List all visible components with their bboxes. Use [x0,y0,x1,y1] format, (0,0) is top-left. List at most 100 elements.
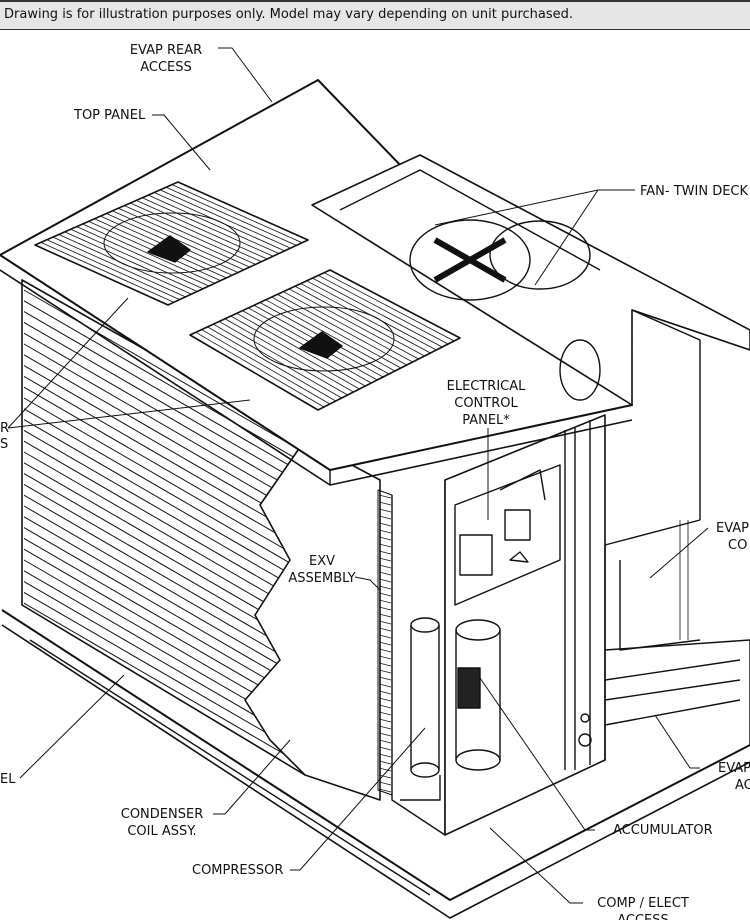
hatch-line [378,683,392,688]
hatch-line [378,669,392,674]
hatch-line [378,564,392,569]
label-condenser-coil-assy: CONDENSER COIL ASSY. [112,806,212,840]
label-exv-line2: ASSEMBLY [288,571,356,586]
hatch-line [142,197,274,257]
hatch-line [378,515,392,520]
hatch-line [378,774,392,779]
hatch-line [378,501,392,506]
compressor-compartment [391,414,606,836]
label-evap-rear-access-line1: EVAP REAR [129,43,203,58]
hatch-line [52,236,186,298]
hatch-line [378,711,392,716]
hatch-line [23,321,301,483]
hatch-line [378,648,392,653]
hatch-line [378,627,392,632]
hatch-line [378,585,392,590]
hatch-line [378,704,392,709]
hatch-line [23,408,301,570]
hatch-line [23,429,301,591]
label-exv-line1: EXV [308,554,335,569]
hatch-line [23,365,301,527]
hatch-line [23,505,301,667]
hatch-line [378,753,392,758]
hatch-line [23,354,301,516]
leader-lines [7,47,709,904]
hatch-line [23,462,301,624]
label-evap-rear-access: EVAP REAR ACCESS [118,42,214,76]
hatch-line [378,571,392,576]
hatch-line [378,557,392,562]
hatch-line [23,386,301,548]
hatch-line [378,641,392,646]
label-top-panel: TOP PANEL [74,108,146,123]
label-exv-assembly: EXV ASSEMBLY [282,553,362,587]
label-comp-elect-line1: COMP / ELECT [597,896,689,911]
hatch-line [112,210,244,271]
hatch-line [201,329,331,405]
hatch-line [378,613,392,618]
hatch-line [378,606,392,611]
hatch-line [378,676,392,681]
unit-base [1,609,750,919]
label-evap-right-lower-bottom: AC [735,778,750,793]
hatch-line [159,189,291,249]
disclaimer-banner: Drawing is for illustration purposes onl… [0,0,750,30]
hatch-line [378,508,392,513]
unit-line-drawing [0,47,750,919]
hatch-line [165,186,297,246]
label-evap-right-lower-top: EVAP [718,761,750,776]
label-left-cut-top: R [0,421,10,436]
label-comp-elect-line2: ACCESS [588,912,698,920]
hatch-line [23,483,301,645]
hatch-line [23,289,301,451]
hatch-line [378,662,392,667]
label-left-cut-bottom: S [0,437,9,452]
hatch-line [23,451,301,613]
hatch-line [277,294,407,366]
hatch-line [378,543,392,548]
hatch-line [136,200,268,260]
hatch-line [378,634,392,639]
hatch-line [283,291,413,363]
label-fan-twin-deck: FAN- TWIN DECK [640,184,749,199]
hatch-line [213,323,342,399]
hatch-line [118,207,250,268]
hatch-line [294,285,425,357]
hatch-line [378,732,392,737]
hatch-line [130,202,262,263]
hatch-line [312,277,443,348]
hatch-line [378,655,392,660]
hatch-line [23,516,301,678]
label-accumulator: ACCUMULATOR [613,823,713,838]
hatch-line [378,578,392,583]
hatch-line [70,228,204,290]
hatch-line [23,473,301,635]
hatch-line [378,781,392,786]
hatch-line [23,311,301,473]
hatch-line [323,272,455,342]
hatch-line [23,300,301,462]
hatch-line [76,226,209,287]
hatch-line [218,321,348,396]
hatch-line [300,283,431,354]
hatch-line [378,599,392,604]
hatch-line [378,718,392,723]
hatch-line [148,194,279,254]
label-ecp-line3: PANEL* [462,413,510,428]
label-evap-right-bottom: CO [728,538,748,553]
hatch-line [230,315,360,390]
label-condenser-line1: CONDENSER [120,807,204,822]
hatch-line [378,529,392,534]
label-ecp-line2: CONTROL [454,396,518,411]
hatch-line [64,231,198,292]
hatch-line [378,760,392,765]
hatch-line [378,522,392,527]
hatch-line [224,318,354,393]
hatch-line [378,690,392,695]
hatch-line [23,332,301,494]
hatch-line [378,536,392,541]
hatch-line [378,550,392,555]
hatch-line [23,343,301,505]
hatch-line [378,746,392,751]
